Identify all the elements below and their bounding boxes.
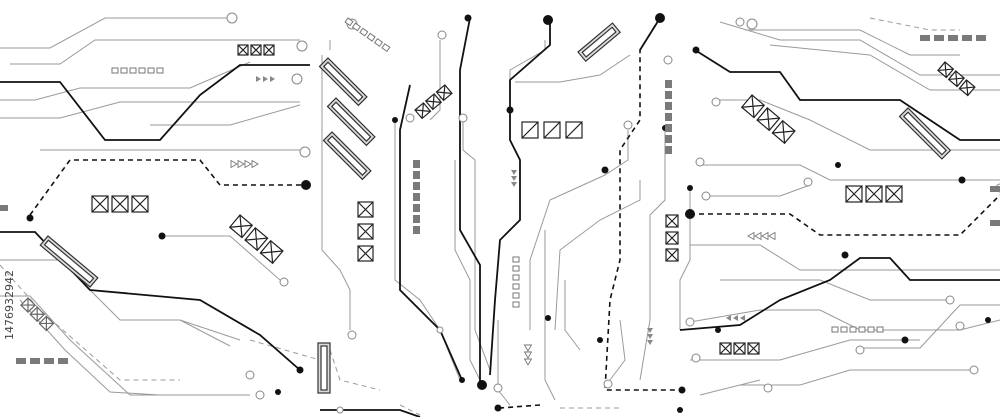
- triangle-arrow-markers: [230, 76, 776, 366]
- x-box-components: [20, 44, 976, 355]
- light-traces: [0, 17, 1000, 406]
- dark-traces: [0, 17, 1000, 417]
- chip-connectors: [39, 22, 952, 394]
- gray-segment-blocks: [0, 35, 1000, 364]
- dashed-traces: [0, 17, 1000, 416]
- stock-id-watermark: 1476932942: [3, 270, 16, 340]
- outline-square-rows: [111, 17, 884, 333]
- solder-pads: [26, 12, 1000, 414]
